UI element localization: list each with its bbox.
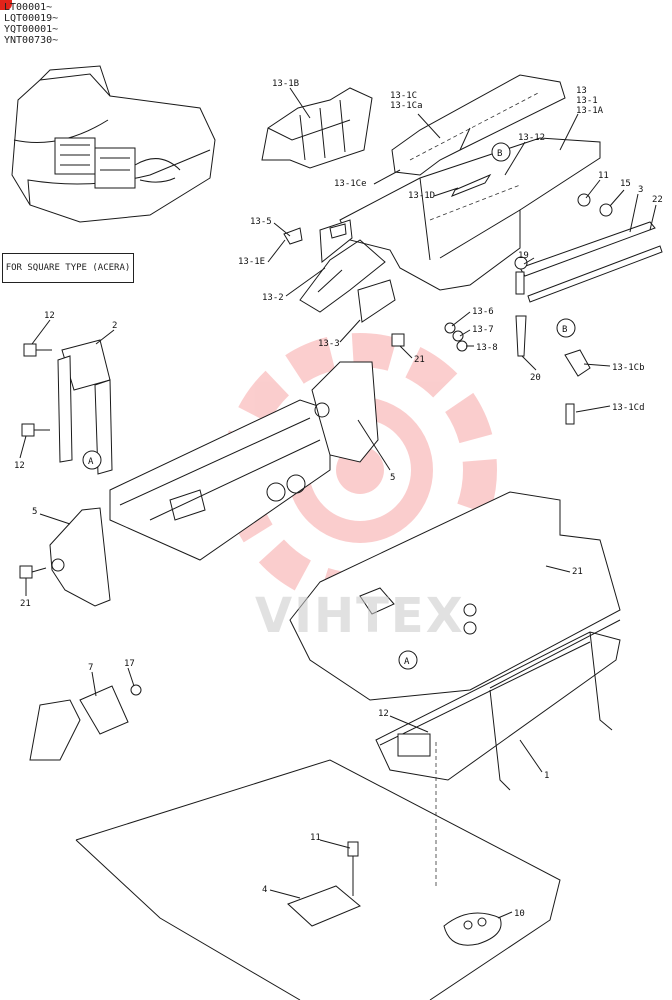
- main-duct-13: [299, 137, 601, 313]
- duct-5-right: [311, 361, 379, 463]
- reference-marks: B B A A: [82, 142, 576, 670]
- callout-label: 12: [44, 311, 55, 321]
- base-plate: [75, 759, 561, 1000]
- callout-label: 20: [530, 373, 541, 383]
- ref-a-circle: [82, 450, 102, 470]
- callout-label: 13-1A: [576, 106, 604, 116]
- callout-labels: 13-1B 13-1C 13-1Ca 13 13-1 13-1A 13-12 1…: [14, 79, 663, 919]
- seat-frame-1: [375, 619, 621, 791]
- duct-13-1b: [261, 87, 373, 169]
- square-type-note: FOR SQUARE TYPE (ACERA): [2, 253, 134, 283]
- corner-mark-icon: [0, 0, 12, 10]
- serial-range: YQT00001~: [4, 24, 59, 35]
- callout-label: 13-1D: [408, 191, 435, 201]
- callout-label: 13-1E: [238, 257, 265, 267]
- callout-label: 21: [572, 567, 583, 577]
- callout-label: 12: [378, 709, 389, 719]
- callout-label: 13-1: [576, 96, 598, 106]
- callout-label: 13-3: [318, 339, 340, 349]
- callout-label: 17: [124, 659, 135, 669]
- cover-7: [29, 684, 142, 761]
- callout-label: 11: [310, 833, 321, 843]
- duct-13-1c: [391, 74, 566, 176]
- callout-label: 4: [262, 885, 267, 895]
- callout-label: 2: [112, 321, 117, 331]
- callout-label: 1: [544, 771, 549, 781]
- serial-range: LQT00019~: [4, 13, 59, 24]
- machine-overview-illustration: [11, 65, 216, 223]
- ref-a-circle: [398, 650, 418, 670]
- callout-label: 5: [390, 473, 395, 483]
- ref-b-label: B: [562, 325, 567, 335]
- callout-label: 10: [514, 909, 525, 919]
- callout-label: 7: [88, 663, 93, 673]
- rail-3-22: [515, 221, 663, 303]
- watermark-text: VIHTEX: [255, 588, 465, 644]
- callout-label: 3: [638, 185, 643, 195]
- callout-label: 15: [620, 179, 631, 189]
- support-frame: [57, 339, 331, 561]
- serial-range-list: LT00001~ LQT00019~ YQT00001~ YNT00730~: [4, 2, 58, 46]
- callout-label: 11: [598, 171, 609, 181]
- callout-label: 22: [652, 195, 663, 205]
- callout-label: 13-6: [472, 307, 494, 317]
- callout-label: 13-7: [472, 325, 494, 335]
- duct-5-left: [49, 507, 111, 607]
- callout-label: 13-1B: [272, 79, 299, 89]
- floor-panel: [289, 491, 621, 701]
- ref-b-label: B: [497, 149, 502, 159]
- callout-label: 13-1Cd: [612, 403, 645, 413]
- callout-label: 5: [32, 507, 37, 517]
- callout-label: 12: [14, 461, 25, 471]
- ref-a-label: A: [88, 457, 94, 467]
- ref-b-circle: [491, 142, 511, 162]
- leader-lines: [19, 87, 657, 919]
- callout-label: 13-5: [250, 217, 272, 227]
- callout-label: 13-2: [262, 293, 284, 303]
- serial-range: LT00001~: [4, 2, 53, 13]
- callout-label: 21: [414, 355, 425, 365]
- callout-label: 13-1C: [390, 91, 417, 101]
- fasteners-upper: [283, 193, 613, 425]
- callout-label: 13: [576, 86, 587, 96]
- callout-label: 13-1Ce: [334, 179, 367, 189]
- ref-a-label: A: [404, 657, 410, 667]
- callout-label: 13-1Ca: [390, 101, 423, 111]
- callout-label: 13-8: [476, 343, 498, 353]
- callout-label: 19: [518, 251, 529, 261]
- callout-label: 13-12: [518, 133, 545, 143]
- callout-label: 13-1Cb: [612, 363, 645, 373]
- serial-range: YNT00730~: [4, 35, 59, 46]
- ref-b-circle: [556, 318, 576, 338]
- callout-label: 21: [20, 599, 31, 609]
